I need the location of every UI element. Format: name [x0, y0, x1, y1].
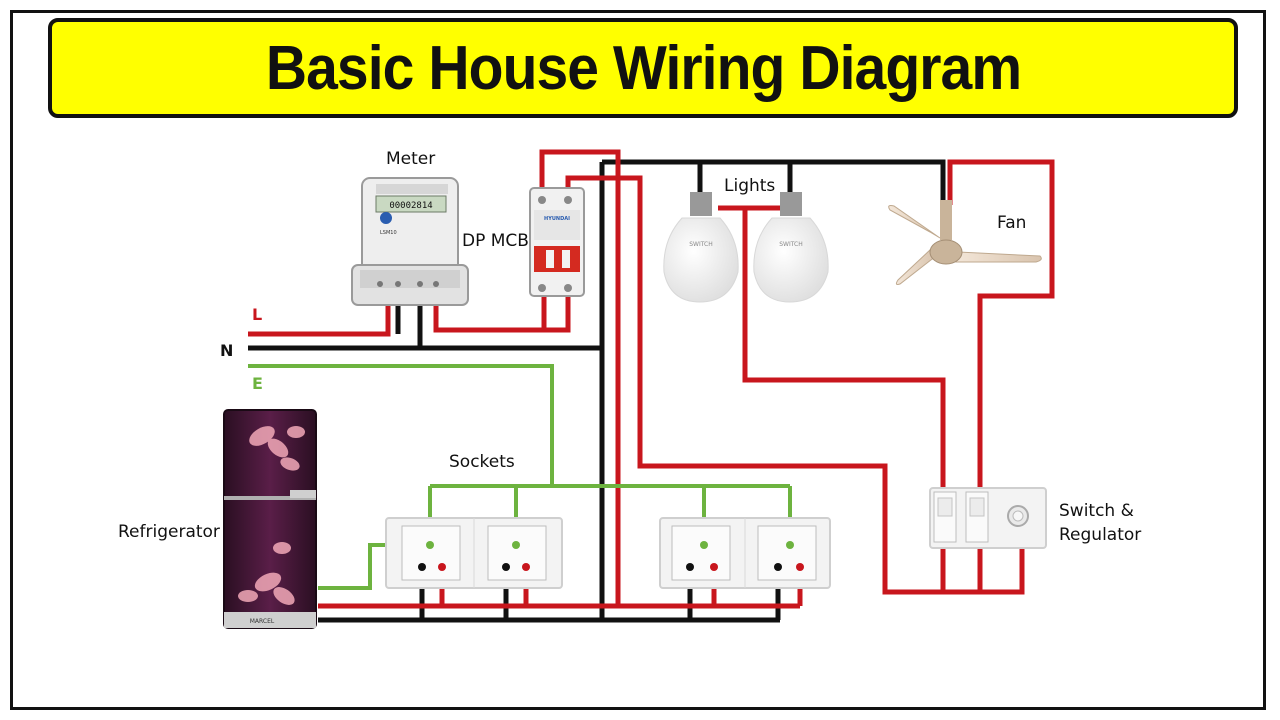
earth-main-line [248, 364, 554, 486]
socket-plate-left [385, 517, 563, 589]
light-bulb-1: SWITCH [663, 192, 739, 303]
dp-mcb: HYUNDAI [529, 187, 585, 297]
bulb-1-text: SWITCH [689, 241, 713, 248]
switch-regulator-board [929, 487, 1047, 549]
earth-wires [248, 364, 792, 590]
label-meter: Meter [386, 149, 436, 169]
label-switch-line2: Regulator [1059, 525, 1142, 545]
bulb-2-text: SWITCH [779, 241, 803, 248]
energy-meter: 00002814 LSM10 [351, 177, 469, 306]
label-refrigerator: Refrigerator [118, 522, 220, 542]
live-meter-to-mcb [433, 286, 571, 333]
label-neutral: N [220, 341, 234, 360]
label-switch-line1: Switch & [1059, 501, 1134, 521]
label-lights: Lights [724, 176, 776, 196]
meter-display: 00002814 [389, 201, 432, 211]
socket-terminals [418, 541, 804, 571]
label-live: L [252, 305, 263, 324]
title-banner: Basic House Wiring Diagram [48, 18, 1238, 118]
live-mcb-out1 [539, 149, 621, 606]
label-dp-mcb: DP MCB [462, 231, 529, 251]
diagram-title: Basic House Wiring Diagram [265, 33, 1021, 103]
label-fan: Fan [997, 213, 1027, 233]
neutral-wires [248, 159, 946, 623]
label-sockets: Sockets [449, 452, 515, 472]
socket-plate-right [659, 517, 831, 589]
live-fan-loop [947, 159, 1055, 592]
light-bulb-2: SWITCH [753, 192, 829, 303]
neutral-top-bus [602, 159, 946, 205]
refrigerator: MARCEL [223, 409, 317, 629]
ceiling-fan [888, 200, 1042, 285]
live-lights-link [718, 205, 946, 592]
meter-model: LSM10 [380, 230, 397, 236]
live-mcb-out2 [565, 175, 1025, 595]
label-earth: E [252, 374, 263, 393]
fridge-brand: MARCEL [250, 618, 275, 625]
mcb-brand: HYUNDAI [544, 216, 570, 222]
